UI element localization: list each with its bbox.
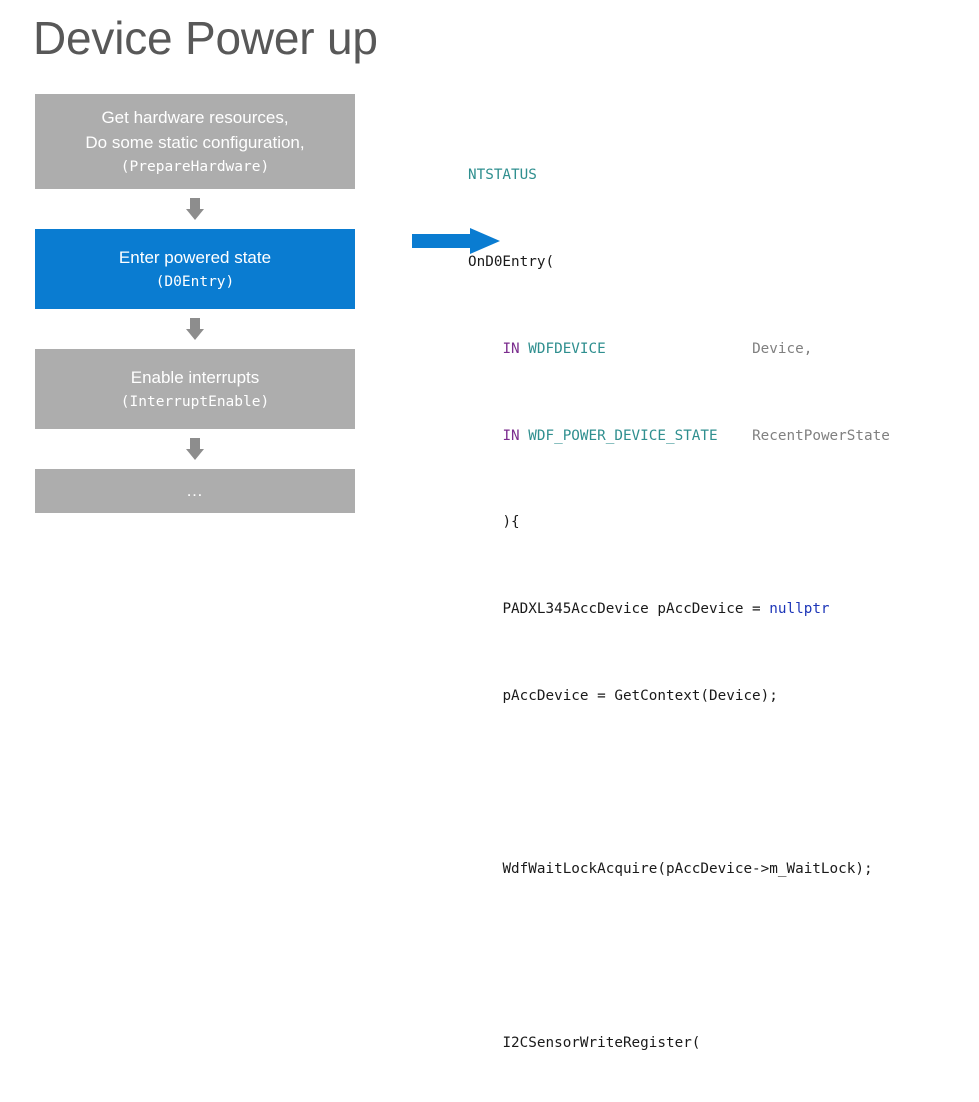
flow-box-line: Enter powered state (118, 247, 272, 267)
flow-box-line: Do some static configuration, (85, 132, 305, 152)
right-arrow-icon (412, 228, 500, 254)
code-token-in: IN (502, 340, 520, 357)
flow-connector-1 (35, 189, 355, 229)
down-arrow-icon (186, 318, 204, 340)
code-line: OnD0Entry( (468, 252, 973, 274)
flow-box-line: Enable interrupts (130, 367, 260, 387)
code-line: IN WDF_POWER_DEVICE_STATE RecentPowerSta… (468, 426, 973, 448)
code-line: pAccDevice = GetContext(Device); (468, 686, 973, 708)
code-token-stmt: pAccDevice = GetContext(Device); (502, 687, 778, 704)
code-line-blank (468, 773, 973, 795)
down-arrow-icon (186, 198, 204, 220)
flow-diagram: Get hardware resources, Do some static c… (35, 94, 355, 513)
code-line: NTSTATUS (468, 165, 973, 187)
flow-box-callback-name: (D0Entry) (155, 273, 235, 290)
code-token-brace: ){ (502, 514, 520, 531)
code-block: NTSTATUS OnD0Entry( IN WDFDEVICE Device,… (468, 100, 973, 1102)
page-title: Device Power up (33, 12, 378, 64)
code-token-type: NTSTATUS (468, 167, 537, 184)
code-token-stmt: WdfWaitLockAcquire(pAccDevice->m_WaitLoc… (502, 861, 873, 878)
flow-box-d0-entry[interactable]: Enter powered state (D0Entry) (35, 229, 355, 309)
code-line-blank (468, 946, 973, 968)
down-arrow-icon (186, 438, 204, 460)
code-token-function: OnD0Entry( (468, 253, 555, 270)
flow-box-prepare-hardware[interactable]: Get hardware resources, Do some static c… (35, 94, 355, 189)
code-token-param: RecentPowerState (752, 427, 890, 444)
code-line: I2CSensorWriteRegister( (468, 1033, 973, 1055)
flow-box-line: Get hardware resources, (101, 107, 289, 127)
flow-box-callback-name: (PrepareHardware) (120, 158, 270, 175)
flow-connector-3 (35, 429, 355, 469)
code-token-param: Device, (752, 340, 813, 357)
code-line: IN WDFDEVICE Device, (468, 339, 973, 361)
code-token-decl: PADXL345AccDevice pAccDevice = (502, 601, 770, 618)
flow-box-interrupt-enable[interactable]: Enable interrupts (InterruptEnable) (35, 349, 355, 429)
code-line: ){ (468, 512, 973, 534)
code-token-in: IN (502, 427, 520, 444)
code-line: PADXL345AccDevice pAccDevice = nullptr (468, 599, 973, 621)
flow-box-more[interactable]: … (35, 469, 355, 513)
ellipsis-label: … (186, 481, 204, 500)
code-token-type: WDF_POWER_DEVICE_STATE (528, 427, 718, 444)
code-line: WdfWaitLockAcquire(pAccDevice->m_WaitLoc… (468, 859, 973, 881)
flow-connector-2 (35, 309, 355, 349)
code-token-call: I2CSensorWriteRegister( (502, 1035, 701, 1052)
code-token-keyword: nullptr (769, 601, 830, 618)
code-token-type: WDFDEVICE (528, 340, 606, 357)
flow-box-callback-name: (InterruptEnable) (120, 393, 270, 410)
